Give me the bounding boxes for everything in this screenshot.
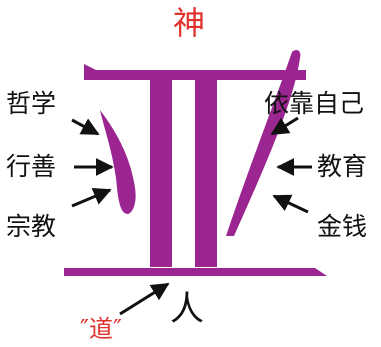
arrow-left-1 [71,118,100,136]
arrow-bottom [119,282,170,316]
arrow-right-3 [272,194,309,214]
arrow-right-1 [270,116,299,136]
top-label-god: 神 [173,4,206,42]
dao-label: ″道″ [80,315,122,343]
bottom-label-person: 人 [170,289,204,329]
glyph-right-post [195,80,217,267]
left-label-religion: 宗教 [6,212,57,241]
glyph-top-bar [84,64,306,80]
glyph-left-post [150,80,172,267]
glyph-bottom-bar [64,268,327,276]
right-label-self-reliance: 依靠自己 [264,89,365,118]
left-label-good-deeds: 行善 [6,152,57,181]
arrow-left-3 [71,187,112,208]
glyph-right-stroke [226,50,301,236]
right-label-money: 金钱 [317,212,368,241]
right-label-education: 教育 [317,152,368,181]
central-glyph [64,50,327,276]
glyph-left-stroke [100,110,136,214]
left-label-philosophy: 哲学 [6,89,57,118]
